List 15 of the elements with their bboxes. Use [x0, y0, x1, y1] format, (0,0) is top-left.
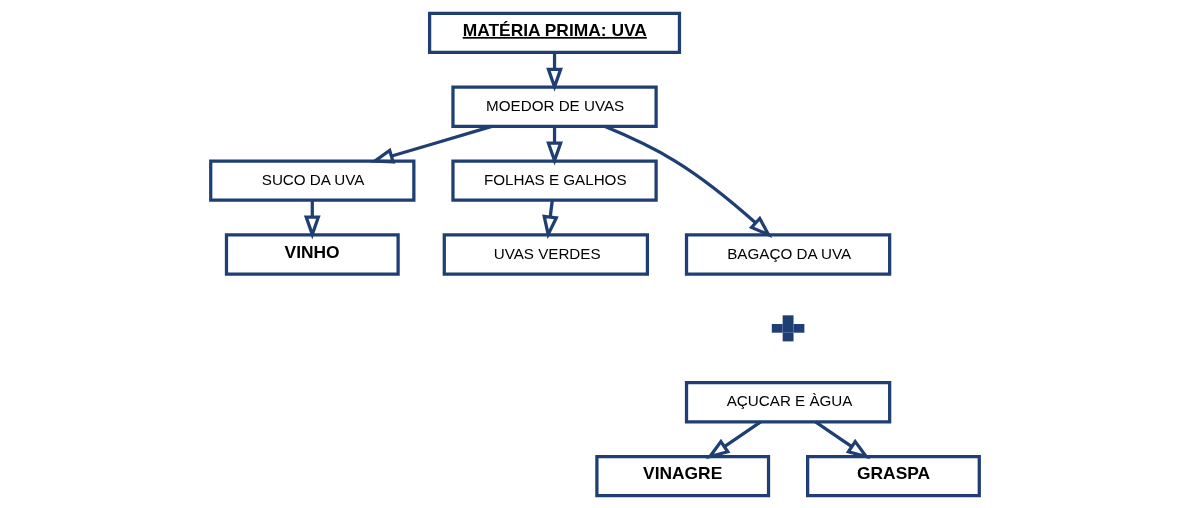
node-box: GRASPA	[805, 454, 981, 497]
node-box: MOEDOR DE UVAS	[450, 85, 658, 128]
node-box: AÇUCAR E ÀGUA	[684, 380, 891, 423]
arrow	[705, 420, 762, 459]
node-box: UVAS VERDES	[442, 232, 649, 276]
node-box: BAGAÇO DA UVA	[684, 232, 891, 276]
node-box: SUCO DA UVA	[208, 158, 415, 202]
arrow	[369, 124, 492, 164]
arrow	[541, 199, 559, 239]
node-box: VINAGRE	[594, 454, 770, 497]
arrow	[603, 124, 772, 238]
arrow	[814, 420, 870, 459]
node-box: MATÉRIA PRIMA: UVA	[427, 11, 681, 54]
node-box: VINHO	[224, 232, 400, 276]
node-box: FOLHAS E GALHOS	[450, 158, 658, 202]
